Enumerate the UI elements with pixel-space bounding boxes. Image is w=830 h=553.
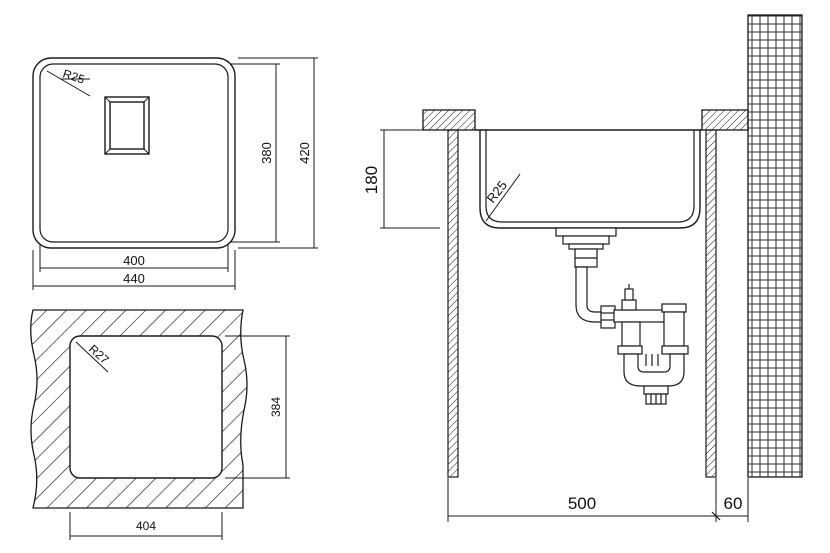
cutout-height-label: 384 [269, 397, 283, 417]
sink-top-view: R25 400 440 380 420 [32, 57, 318, 290]
cabinet-width-dimension: 500 60 [447, 478, 749, 522]
cutout-width-label: 404 [136, 519, 156, 533]
top-outer-width-label: 440 [123, 271, 145, 286]
wall-tiles [747, 14, 803, 478]
side-radius-label: R25 [484, 178, 511, 206]
cabinet-wall-right [705, 129, 717, 478]
top-inner-height-label: 380 [259, 142, 274, 164]
side-depth-label: 180 [362, 166, 381, 194]
cutout-view: R27 384 404 [30, 309, 290, 540]
cutout-height-dimension: 384 [225, 335, 290, 479]
top-height-dimensions: 380 420 [230, 57, 318, 249]
top-outer-height-label: 420 [297, 142, 312, 164]
drain-square [104, 96, 150, 155]
top-radius-label: R25 [61, 67, 87, 87]
cutout-width-dimension: 404 [69, 512, 223, 540]
countertop-right [701, 109, 749, 131]
sink-side-view: R25 [362, 14, 803, 522]
top-width-dimensions: 400 440 [32, 244, 236, 290]
top-inner-width-label: 400 [123, 253, 145, 268]
cabinet-wall-left [447, 129, 459, 478]
countertop-left [422, 109, 476, 131]
siphon-trap [555, 227, 689, 405]
top-radius-callout: R25 [46, 67, 91, 97]
wall-gap-label: 60 [724, 494, 743, 513]
cabinet-width-label: 500 [568, 494, 596, 513]
side-depth-dimension: 180 [362, 129, 440, 229]
sink-bowl-section: R25 [475, 129, 702, 229]
